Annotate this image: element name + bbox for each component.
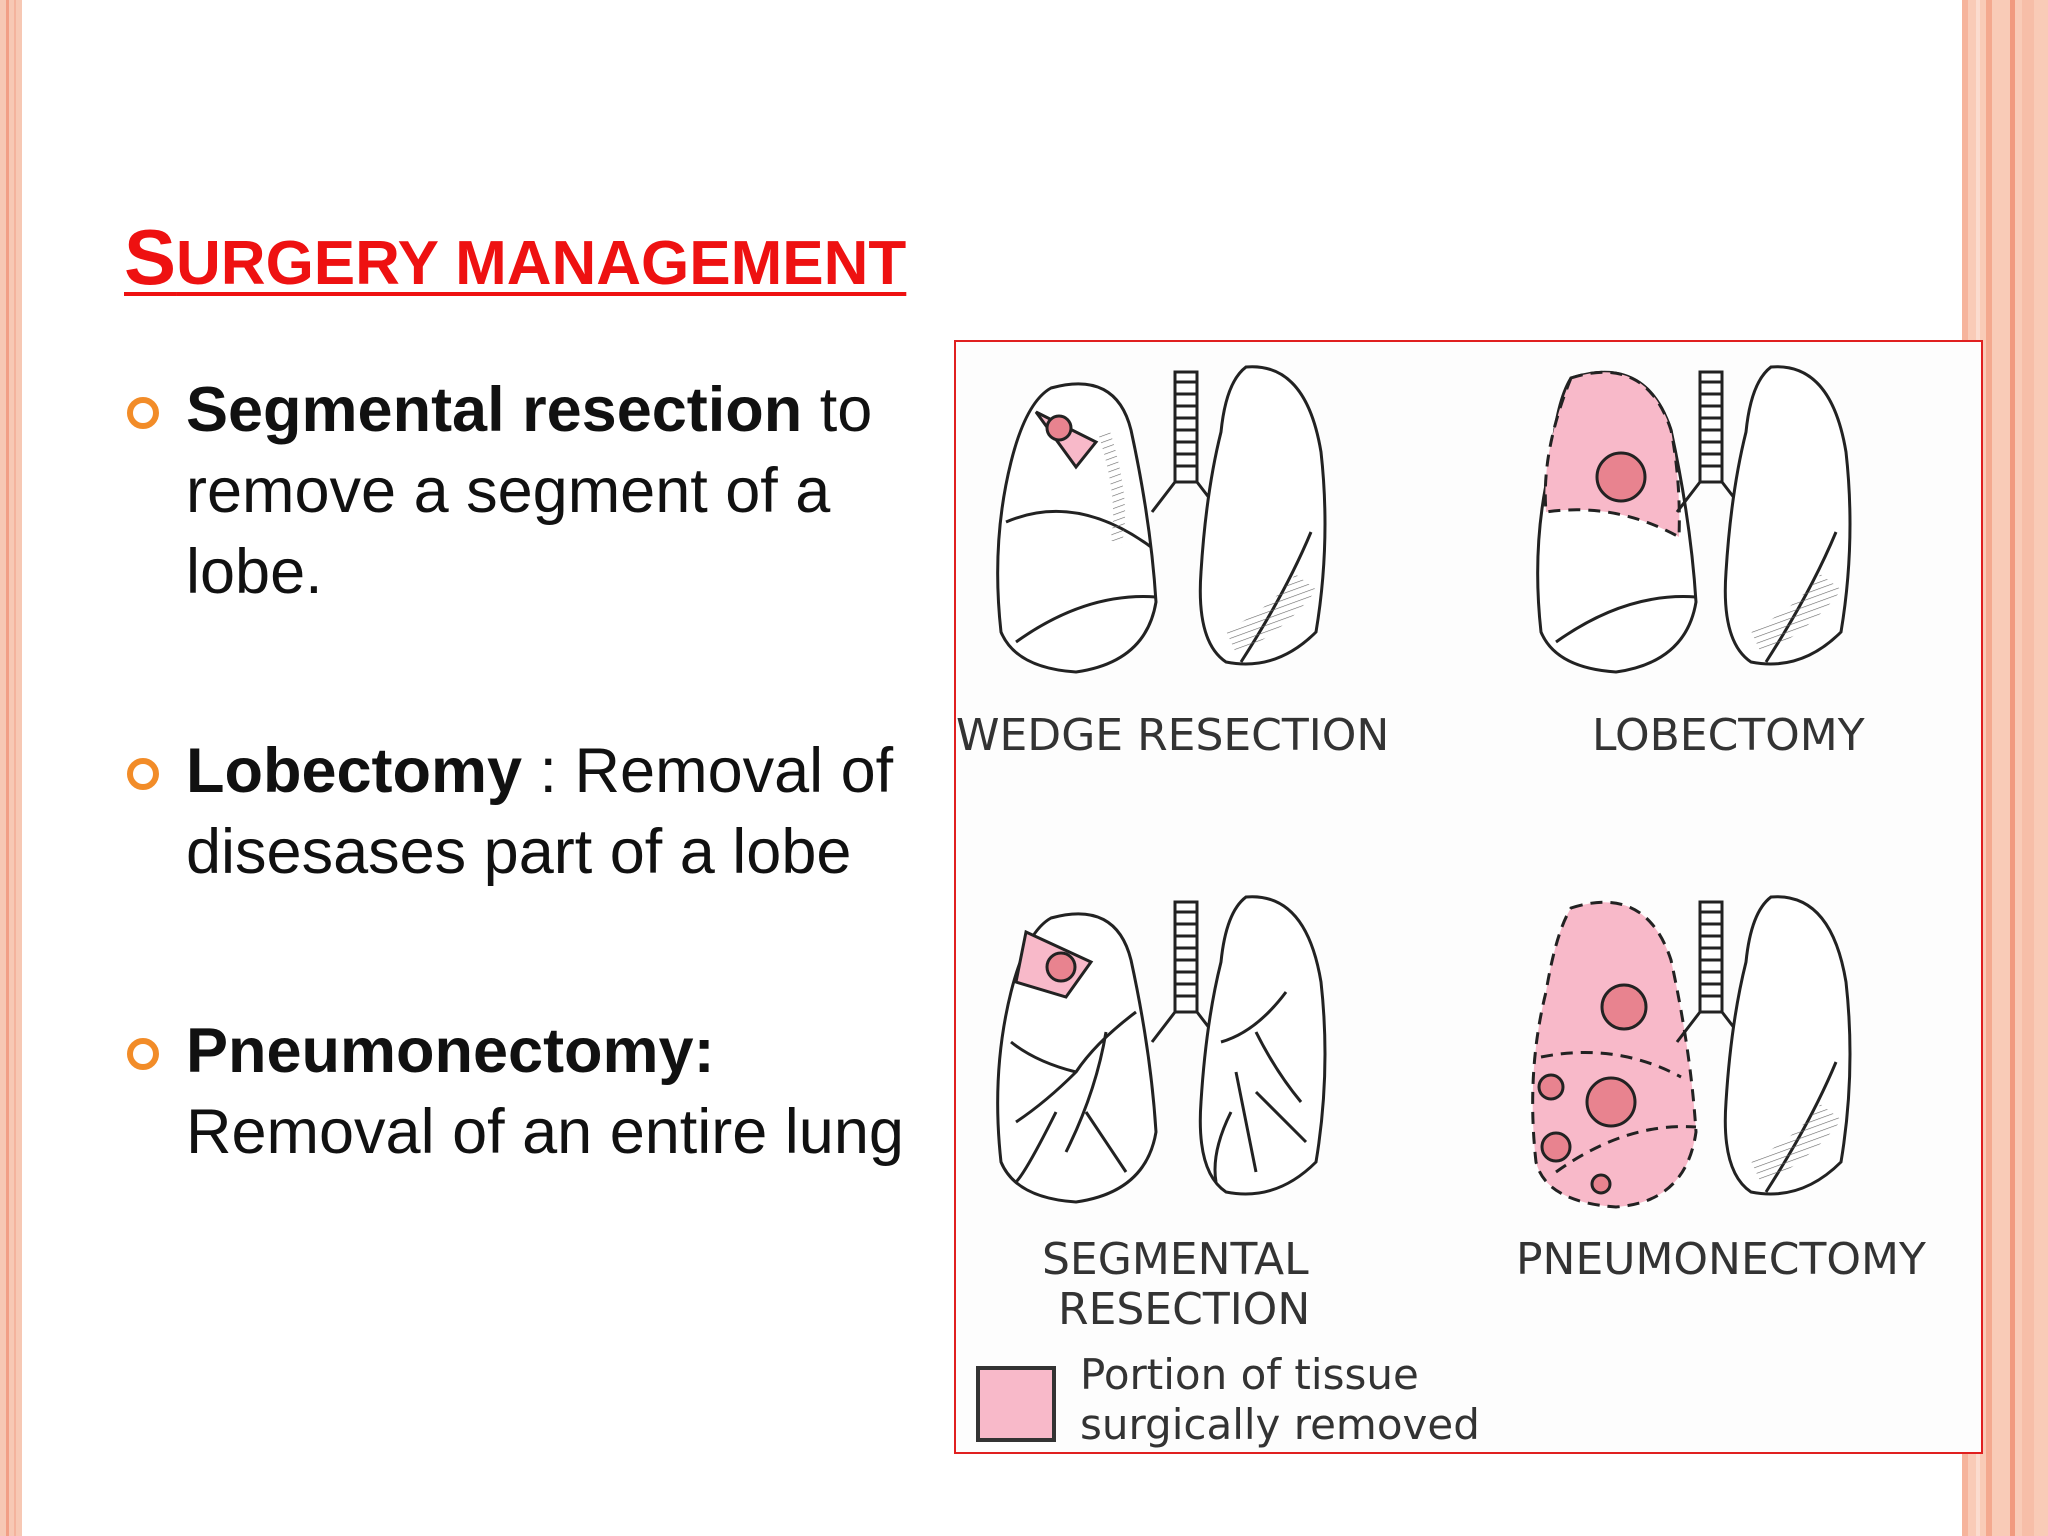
- bullet-description: to remove a segment of a lobe.: [186, 375, 873, 607]
- bullet-icon: [127, 1038, 159, 1070]
- bullet-description: Removal of an entire lung: [186, 1097, 904, 1167]
- right-border-band: [2010, 0, 2015, 1536]
- bullet-lobectomy: Lobectomy : Removal of disesases part of…: [124, 731, 944, 893]
- left-border-line: [6, 0, 9, 1536]
- legend-line-2: surgically removed: [1080, 1400, 1480, 1449]
- slide-title: SURGERY MANAGEMENT: [124, 212, 906, 303]
- title-first-letter: S: [124, 213, 177, 301]
- title-rest: URGERY MANAGEMENT: [176, 229, 907, 298]
- label-segmental: SEGMENTAL: [1042, 1234, 1309, 1285]
- lobectomy-diagram: [1536, 365, 1852, 674]
- label-resection: RESECTION: [1058, 1284, 1311, 1335]
- wedge-resection-diagram: [996, 365, 1327, 674]
- lung-surgery-figure: WEDGE RESECTION LOBECTOMY SEGMENTAL RESE…: [954, 340, 1983, 1454]
- pneumonectomy-diagram: [1531, 895, 1852, 1209]
- bullet-icon: [127, 397, 159, 429]
- right-border-band: [2022, 0, 2034, 1536]
- label-wedge-resection: WEDGE RESECTION: [956, 710, 1390, 761]
- bullet-list: Segmental resection to remove a segment …: [124, 370, 944, 1291]
- label-pneumonectomy: PNEUMONECTOMY: [1516, 1234, 1926, 1285]
- label-lobectomy: LOBECTOMY: [1592, 710, 1865, 761]
- bullet-pneumonectomy: Pneumonectomy: Removal of an entire lung: [124, 1011, 944, 1173]
- legend-line-1: Portion of tissue: [1080, 1350, 1419, 1399]
- left-decorative-border: [0, 0, 22, 1536]
- bullet-segmental-resection: Segmental resection to remove a segment …: [124, 370, 944, 613]
- bullet-icon: [127, 758, 159, 790]
- left-border-line: [14, 0, 16, 1536]
- bullet-description: : Removal of disesases part of a lobe: [186, 736, 894, 887]
- segmental-resection-diagram: [996, 895, 1327, 1204]
- lung-diagrams: [996, 365, 1852, 1209]
- right-border-band: [1986, 0, 1992, 1536]
- bullet-term: Pneumonectomy:: [186, 1016, 715, 1086]
- bullet-term: Lobectomy: [186, 736, 523, 806]
- legend-text: Portion of tissue surgically removed: [1080, 1350, 1480, 1450]
- legend-swatch: [976, 1366, 1056, 1442]
- bullet-term: Segmental resection: [186, 375, 803, 445]
